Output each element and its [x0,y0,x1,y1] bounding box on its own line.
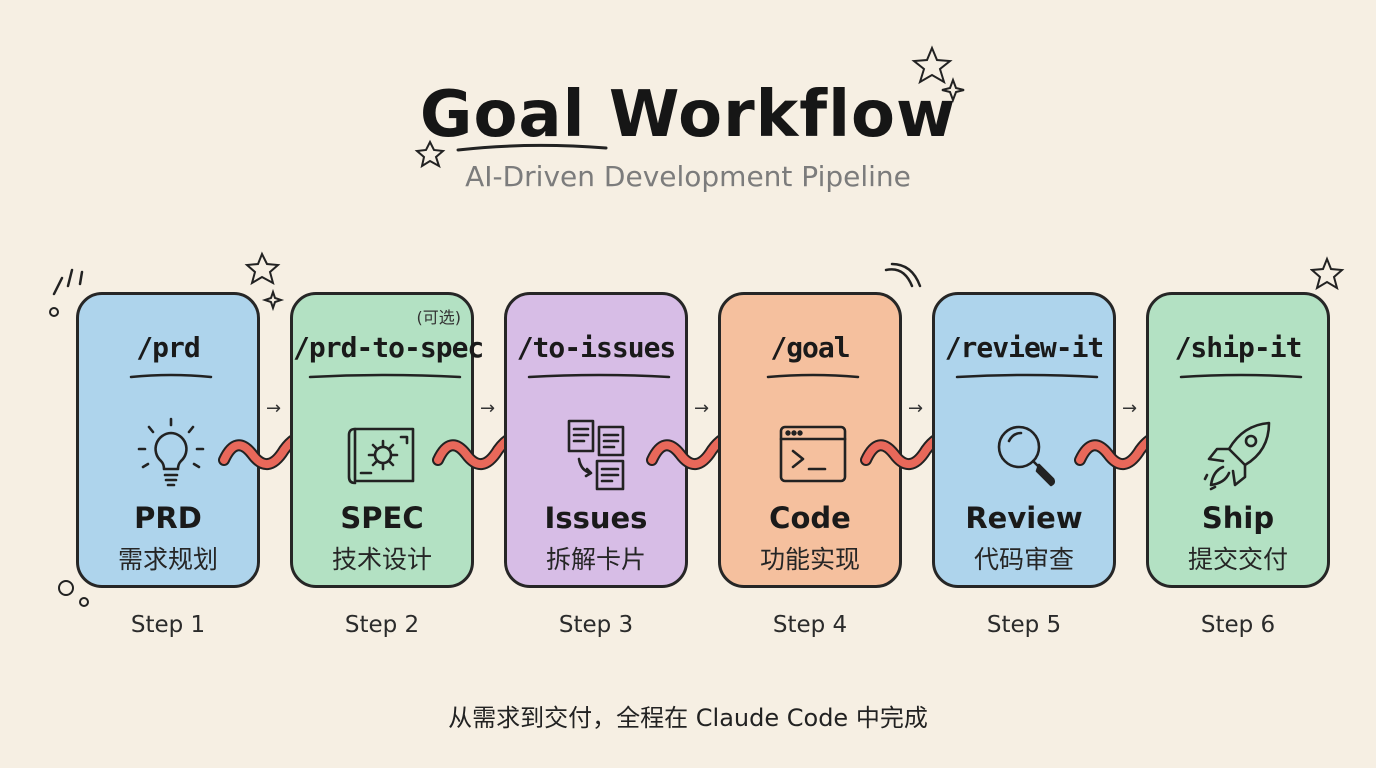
page-title: Goal Workflow [419,78,957,152]
blueprint-gear-icon [345,415,425,495]
footer-caption: 从需求到交付，全程在 Claude Code 中完成 [448,704,928,732]
step-label: Step 5 [986,612,1062,638]
step-name: Code [769,501,851,535]
step-name-zh: 技术设计 [331,545,432,574]
step-name: Issues [544,501,648,535]
command-underline [129,373,213,379]
step-name-zh: 代码审查 [973,545,1074,574]
optional-note: (可选) [416,308,462,327]
step-name-zh: 拆解卡片 [545,545,646,574]
step-label: Step 6 [1200,612,1276,638]
step-command: /ship-it [1174,331,1303,364]
terminal-icon [773,415,853,495]
step-label: Step 1 [130,612,206,638]
issue-cards-icon [559,415,639,495]
step-command: /prd-to-spec [293,331,484,364]
step-name-zh: 提交交付 [1187,545,1288,574]
connector-arrow-icon: → [266,398,282,419]
step-command: /review-it [944,331,1105,364]
page-subtitle: AI-Driven Development Pipeline [465,160,911,193]
step-card-2: /prd-to-spec (可选) SPEC 技术设计 [290,292,484,588]
title-underline [456,143,608,152]
motion-lines-icon [884,262,922,288]
connector-arrow-icon: → [908,398,924,419]
command-underline [308,373,462,379]
step-label: Step 2 [344,612,420,638]
connector-arrow-icon: → [480,398,496,419]
lightbulb-icon [131,415,211,495]
connector-arrow-icon: → [694,398,710,419]
connector-arrow-icon: → [1122,398,1138,419]
command-underline [527,373,671,379]
star-icon [1310,256,1345,291]
step-label: Step 3 [558,612,634,638]
doodle-marks-icon [49,251,285,607]
magnifier-icon [987,415,1067,495]
rocket-icon [1201,415,1281,495]
step-name: PRD [134,501,202,535]
step-name-zh: 功能实现 [759,545,860,574]
sparkle-stars-icon [414,45,965,169]
command-underline [955,373,1099,379]
step-name: SPEC [340,501,424,535]
command-underline [766,373,860,379]
step-command: /goal [770,331,850,364]
step-command: /prd [136,331,200,364]
step-name: Review [965,501,1083,535]
command-underline [1179,373,1303,379]
step-name: Ship [1201,501,1275,535]
step-label: Step 4 [772,612,848,638]
step-name-zh: 需求规划 [117,545,218,574]
step-command: /to-issues [516,331,677,364]
